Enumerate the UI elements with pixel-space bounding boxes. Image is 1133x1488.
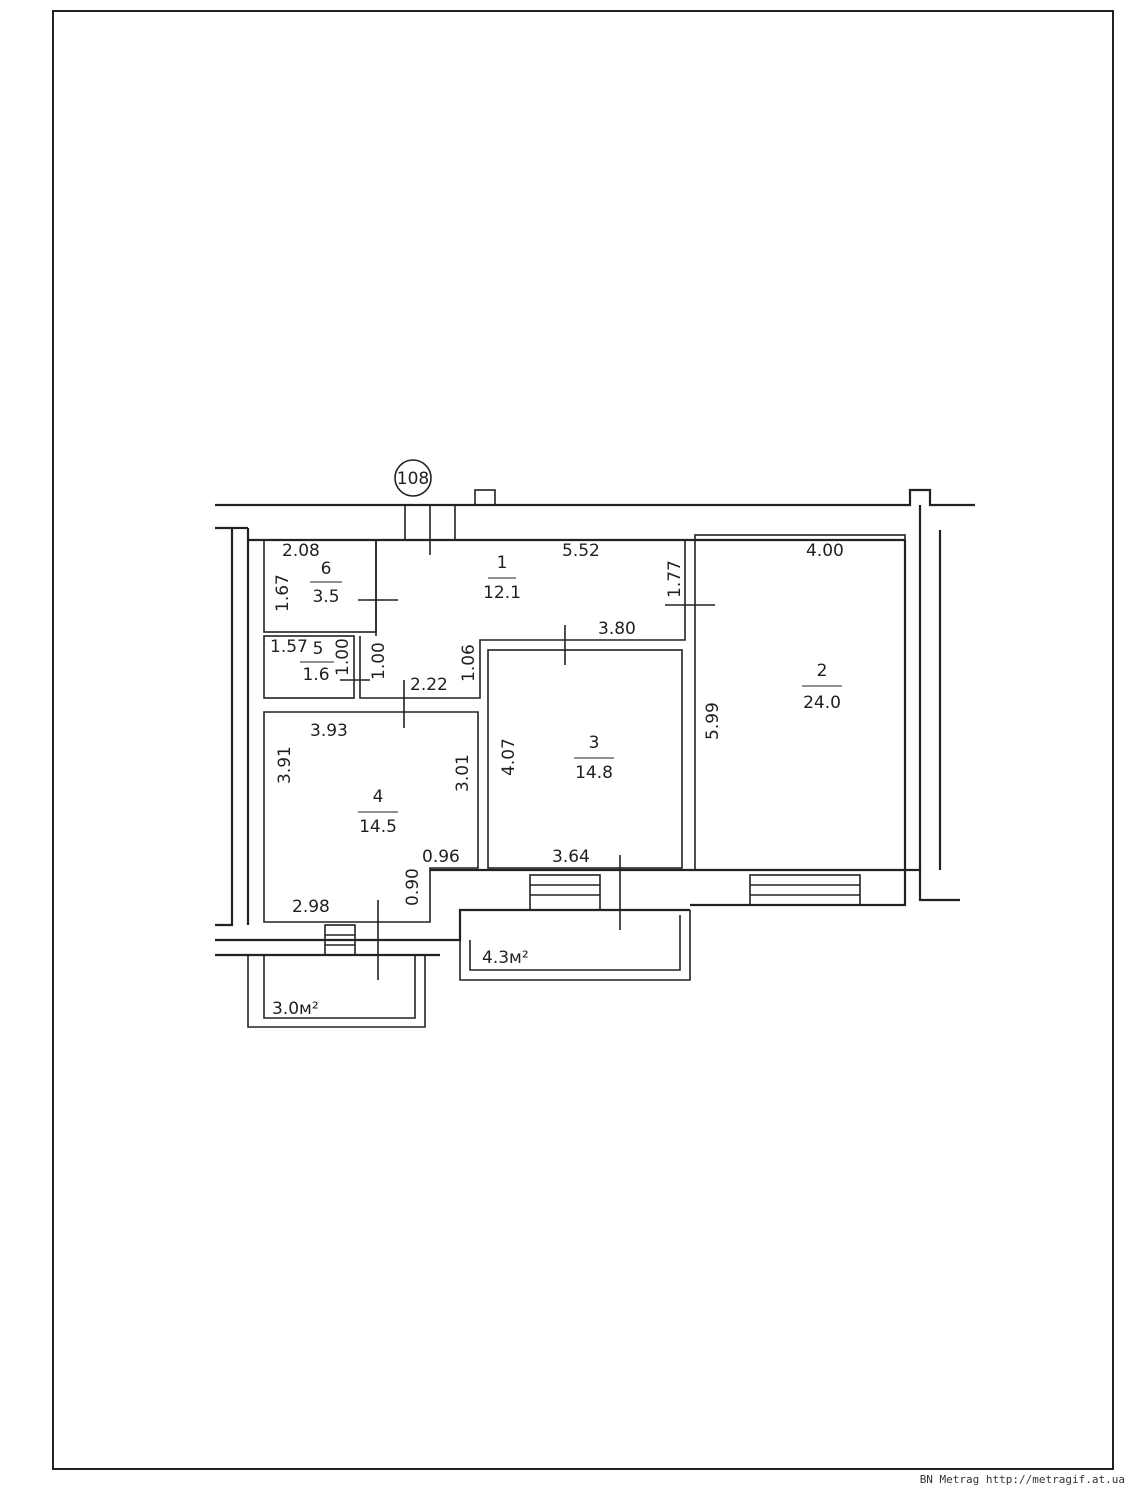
room-area: 12.1 (483, 583, 521, 603)
room-area: 3.5 (312, 587, 339, 607)
dimension-label: 2.08 (282, 541, 320, 561)
dimension-label: 2.98 (292, 897, 330, 917)
room-number: 4 (373, 787, 384, 807)
room-area: 24.0 (803, 693, 841, 713)
dimension-label: 0.96 (422, 847, 460, 867)
sheet-frame (52, 10, 1114, 1470)
dimension-label: 3.93 (310, 721, 348, 741)
room-number: 3 (589, 733, 600, 753)
balcony-right (459, 910, 691, 981)
vent-shaft (474, 489, 496, 506)
room-area: 14.5 (359, 817, 397, 837)
room-5-label: 5 1.6 (300, 639, 334, 685)
room-number: 2 (817, 661, 828, 681)
dimension-label: 1.77 (665, 560, 685, 598)
room-area: 1.6 (302, 665, 329, 685)
balcony-area: 3.0м² (272, 999, 319, 1019)
balcony-area: 4.3м² (482, 948, 529, 968)
dimension-label: 1.06 (459, 644, 479, 682)
window-room3 (529, 874, 601, 911)
room-5-outline (263, 635, 355, 699)
interior-walls (263, 534, 906, 923)
building-marker-circle (394, 459, 432, 497)
dimension-label: 4.00 (806, 541, 844, 561)
dimension-label: 3.91 (275, 746, 295, 784)
dimension-label: 2.22 (410, 675, 448, 695)
room-4-label: 4 14.5 (358, 787, 398, 837)
dimension-label: 5.52 (562, 541, 600, 561)
dimension-label: 4.07 (499, 738, 519, 776)
dimension-label: 1.00 (333, 638, 353, 676)
balconies (247, 910, 691, 1028)
dimension-label: 0.90 (403, 868, 423, 906)
room-2-outline (694, 534, 906, 871)
dimension-label: 1.00 (369, 642, 389, 680)
building-marker: 108 (397, 469, 429, 489)
room-3-label: 3 14.8 (574, 733, 614, 783)
windows-doors (324, 489, 861, 980)
watermark: BN Metrag http://metragif.at.ua (919, 1473, 1125, 1486)
room-number: 1 (497, 553, 508, 573)
dimension-label: 1.57 (270, 637, 308, 657)
window-room2 (749, 874, 861, 906)
dimension-label: 3.01 (453, 754, 473, 792)
dimension-label: 3.80 (598, 619, 636, 639)
room-6-label: 6 3.5 (310, 559, 342, 607)
room-2-label: 2 24.0 (802, 661, 842, 713)
room-3-outline (487, 649, 683, 869)
dimension-label: 5.99 (703, 702, 723, 740)
dimension-label: 3.64 (552, 847, 590, 867)
dimension-label: 1.67 (273, 574, 293, 612)
room-area: 14.8 (575, 763, 613, 783)
room-1-label: 1 12.1 (483, 553, 521, 603)
room-number: 5 (313, 639, 324, 659)
balcony-left (247, 955, 426, 1028)
room-number: 6 (321, 559, 332, 579)
room-1-outline (359, 540, 686, 699)
window-room4 (324, 924, 356, 956)
room-4-outline (263, 711, 479, 923)
